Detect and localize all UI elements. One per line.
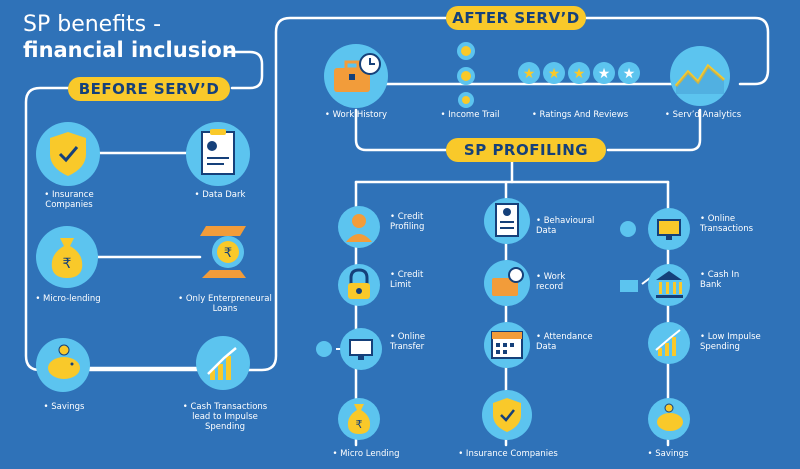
label-online-transactions: • Online Transactions xyxy=(700,214,754,234)
label-ratings-reviews: • Ratings And Reviews xyxy=(531,110,629,120)
rupee-hands-icon: ₹ xyxy=(200,226,246,278)
label-attendance-data: • Attendance Data xyxy=(536,332,593,352)
label-servd-analytics: • Serv’d Analytics xyxy=(664,110,742,120)
briefcase-clock-icon xyxy=(324,44,388,108)
svg-text:★: ★ xyxy=(548,65,561,81)
document-icon xyxy=(186,122,250,186)
shield-icon xyxy=(482,390,532,440)
online-transactions-icon xyxy=(620,208,690,250)
label-before-savings: • Savings xyxy=(43,402,85,412)
label-online-transfer: • Online Transfer xyxy=(390,332,426,352)
after-servd-pill: AFTER SERV’D xyxy=(446,6,586,30)
padlock-icon xyxy=(338,264,380,306)
svg-text:★: ★ xyxy=(523,65,536,81)
label-cash-in-bank: • Cash In Bank xyxy=(700,270,740,290)
piggy-bank-icon xyxy=(36,338,90,392)
label-work-history: • Work History xyxy=(324,110,388,120)
label-behavioural-data: • Behavioural Data xyxy=(536,216,595,236)
label-data-dark: • Data Dark xyxy=(194,190,246,200)
label-insurance-companies: • Insurance Companies xyxy=(458,449,558,459)
before-servd-pill: BEFORE SERV’D xyxy=(68,77,230,101)
label-credit-limit: • Credit Limit xyxy=(390,270,424,290)
growth-chart-icon xyxy=(196,336,250,390)
label-low-impulse-spending: • Low Impulse Spending xyxy=(700,332,761,352)
svg-text:★: ★ xyxy=(573,65,586,81)
label-before-insurance: • Insurance Companies xyxy=(44,190,94,210)
label-before-micro-lending: • Micro-lending xyxy=(35,294,101,304)
shield-icon xyxy=(36,122,100,186)
bank-icon xyxy=(620,264,690,306)
svg-text:★: ★ xyxy=(623,65,636,81)
coin-stack-icon xyxy=(457,42,475,108)
svg-text:★: ★ xyxy=(598,65,611,81)
growth-chart-icon xyxy=(648,322,690,364)
label-savings: • Savings xyxy=(647,449,689,459)
label-micro-lending: • Micro Lending xyxy=(332,449,400,459)
label-credit-profiling: • Credit Profiling xyxy=(390,212,425,232)
money-bag-icon: ₹ xyxy=(36,226,98,288)
star-rating-icon: ★ ★ ★ ★ ★ xyxy=(518,62,640,84)
person-icon xyxy=(338,206,380,248)
svg-text:₹: ₹ xyxy=(63,256,72,272)
svg-text:₹: ₹ xyxy=(224,246,232,261)
svg-text:₹: ₹ xyxy=(356,418,363,431)
briefcase-clock-icon xyxy=(484,260,530,306)
clipboard-icon xyxy=(484,198,530,244)
piggy-bank-icon xyxy=(648,398,690,440)
analytics-graph-icon xyxy=(670,46,730,106)
label-work-record: • Work record xyxy=(536,272,566,292)
label-entrepreneurial-loans: • Only Enterpreneural Loans xyxy=(178,294,272,314)
calendar-icon xyxy=(484,322,530,368)
page-subtitle: financial inclusion xyxy=(23,38,237,62)
label-income-trail: • Income Trail xyxy=(440,110,500,120)
label-cash-transactions: • Cash Transactions lead to Impulse Spen… xyxy=(182,402,268,432)
money-bag-icon: ₹ xyxy=(338,398,380,440)
page-title: SP benefits - xyxy=(23,12,162,37)
sp-profiling-pill: SP PROFILING xyxy=(446,138,606,162)
transfer-monitor-icon xyxy=(316,328,382,370)
